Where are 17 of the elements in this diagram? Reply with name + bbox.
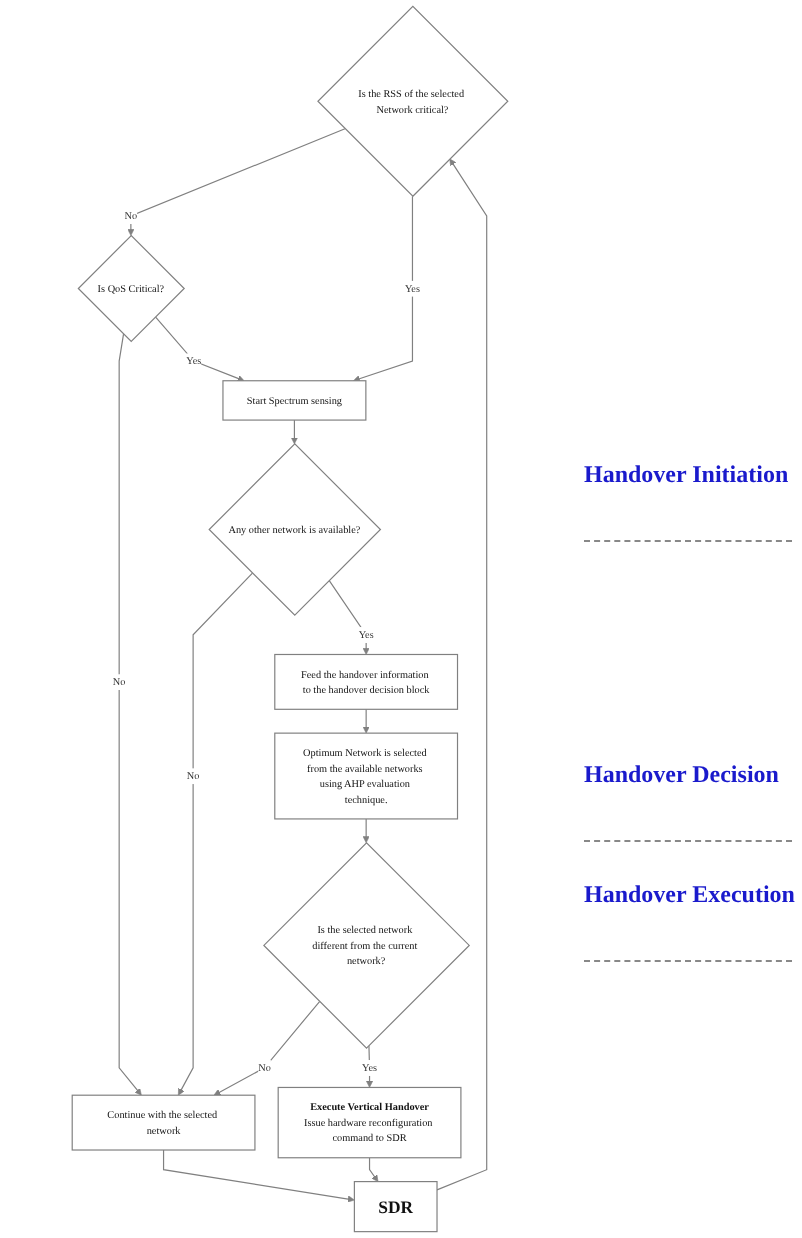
arrow (118, 333, 142, 1096)
arrow (162, 1149, 355, 1203)
arrow (154, 316, 245, 382)
phase-label: Handover Decision (584, 760, 779, 790)
arrow (368, 1157, 379, 1182)
arrow (290, 419, 298, 445)
arrow (353, 195, 414, 383)
arrow (436, 158, 488, 1191)
node-box: SDR (353, 1181, 438, 1233)
phase-label: Handover Initiation (584, 460, 789, 490)
arrow (328, 579, 370, 655)
arrow (362, 708, 370, 734)
arrow (127, 128, 346, 236)
phase-label: Handover Execution (584, 880, 795, 910)
arrow (213, 1000, 321, 1096)
arrow (362, 818, 370, 844)
arrow (178, 572, 253, 1096)
